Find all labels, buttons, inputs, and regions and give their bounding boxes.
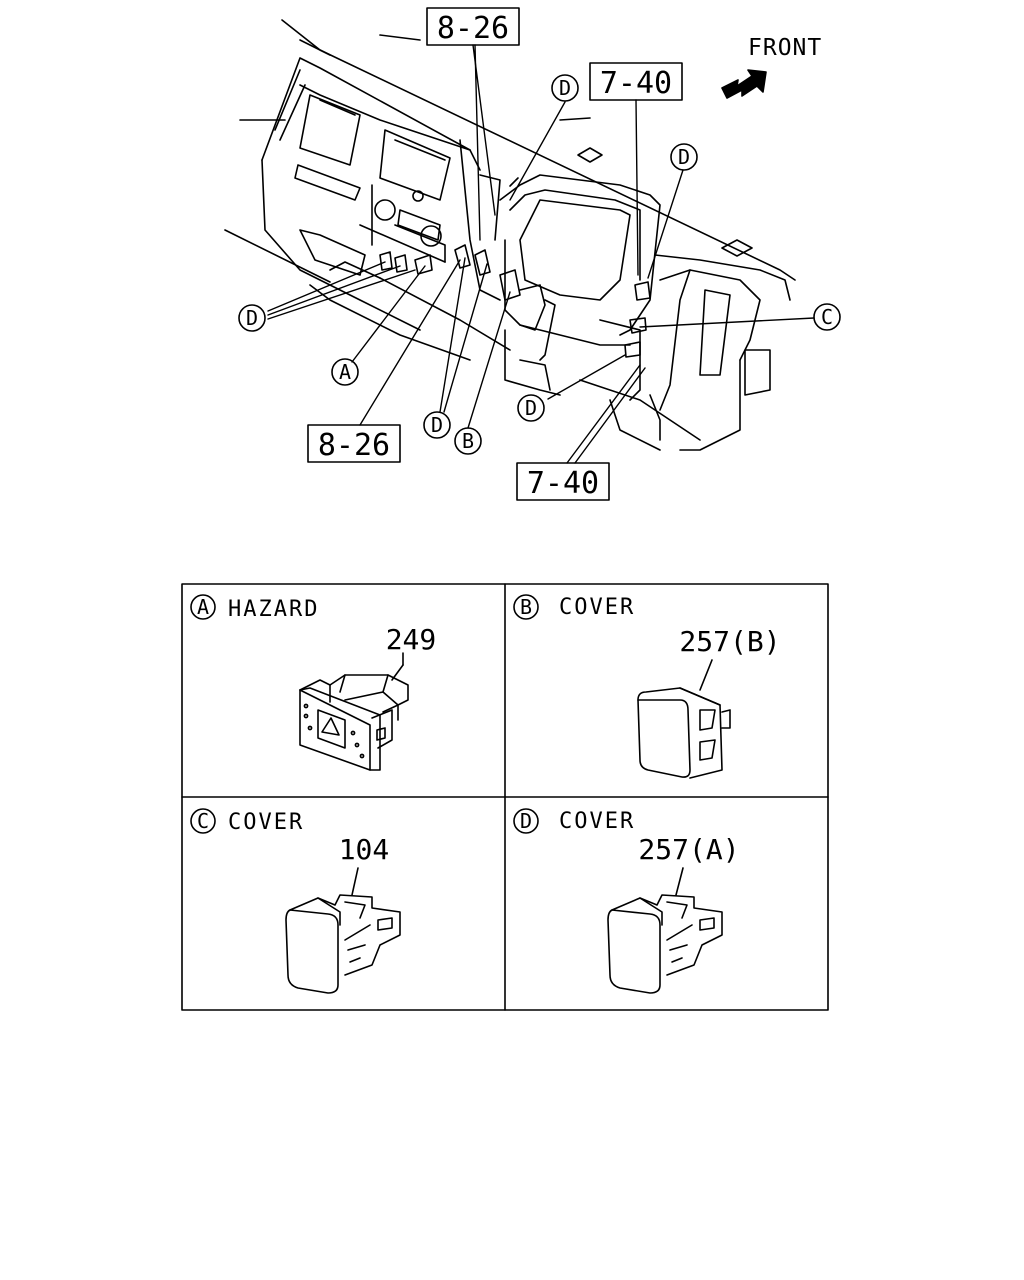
front-label: FRONT — [748, 35, 822, 61]
callout-b — [454, 427, 482, 455]
panel-d-letter: D — [520, 809, 532, 833]
callout-b-label: B — [462, 429, 474, 453]
panel-b-letter: B — [520, 595, 532, 619]
callout-d-right-label: D — [678, 145, 690, 169]
callout-a-label: A — [339, 360, 351, 384]
panel-d-part-number: 257(A) — [638, 833, 739, 866]
ref-label-bottom-right: 7-40 — [527, 466, 599, 501]
panel-a-letter: A — [197, 595, 209, 619]
panel-c-letter: C — [197, 809, 209, 833]
callout-d-bottom — [423, 411, 451, 439]
panel-a-part-number: 249 — [386, 623, 437, 656]
callout-d-top-label: D — [559, 76, 571, 100]
dashboard-drawing — [224, 19, 796, 451]
ref-box-bottom-right — [516, 462, 610, 501]
ref-label-bottom-left: 8-26 — [318, 428, 390, 463]
callout-a — [331, 358, 359, 386]
callout-d-right — [670, 143, 698, 171]
panel-b-part-number: 257(B) — [679, 625, 780, 658]
panel-a-letter-circle — [190, 594, 216, 620]
callout-d-bottom-label: D — [431, 413, 443, 437]
panel-b-title: COVER — [559, 595, 635, 620]
callout-d-left-label: D — [246, 306, 258, 330]
panel-a-title: HAZARD — [228, 597, 319, 622]
panel-c-title: COVER — [228, 810, 304, 835]
panel-d-letter-circle — [513, 808, 539, 834]
callout-d-left — [238, 304, 266, 332]
panel-d-title: COVER — [559, 809, 635, 834]
callout-d-top — [551, 74, 579, 102]
callout-d-lower-right — [517, 394, 545, 422]
panel-c-part-number: 104 — [339, 833, 390, 866]
callout-c-label: C — [821, 305, 833, 329]
cover-d-illustration — [607, 867, 723, 994]
cover-c-illustration — [285, 867, 401, 994]
ref-label-top: 8-26 — [437, 11, 509, 46]
ref-label-top-right: 7-40 — [600, 66, 672, 101]
cover-b-illustration — [637, 659, 731, 779]
legend-table — [181, 583, 829, 1011]
ref-box-bottom-left — [307, 424, 401, 463]
front-arrow-icon — [721, 69, 767, 99]
leader-lines — [267, 44, 815, 464]
callout-c — [813, 303, 841, 331]
callout-d-lower-right-label: D — [525, 396, 537, 420]
panel-c-letter-circle — [190, 808, 216, 834]
hazard-switch-illustration — [299, 652, 409, 771]
panel-b-letter-circle — [513, 594, 539, 620]
